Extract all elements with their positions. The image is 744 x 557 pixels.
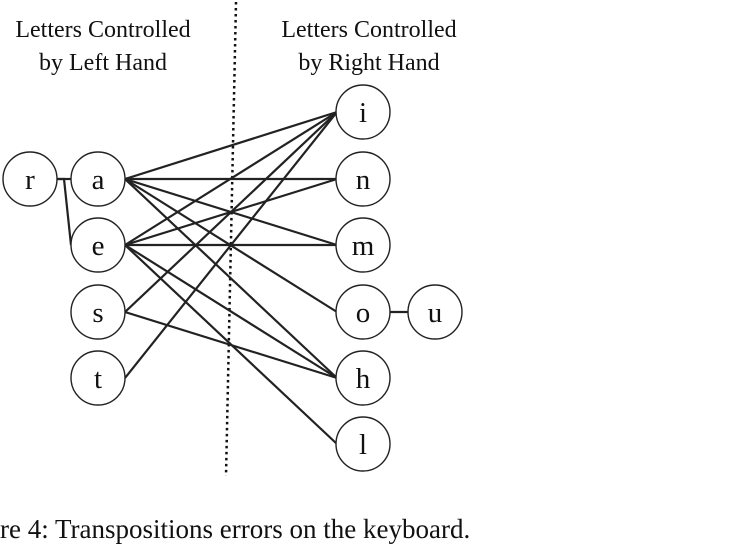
node-label-n: n — [356, 164, 371, 196]
node-circle-h — [335, 350, 391, 406]
node-a: a — [70, 151, 126, 207]
node-label-r: r — [25, 164, 35, 196]
node-circle-l — [335, 416, 391, 472]
node-i: i — [335, 84, 391, 140]
right-heading-line-1: Letters Controlled — [281, 17, 456, 43]
node-o: o — [335, 284, 391, 340]
node-circle-o — [335, 284, 391, 340]
node-label-i: i — [359, 97, 367, 129]
node-circle-t — [70, 350, 126, 406]
node-h: h — [335, 350, 391, 406]
node-circle-s — [70, 284, 126, 340]
node-circle-r — [2, 151, 58, 207]
figure-caption: re 4: Transpositions errors on the keybo… — [0, 514, 470, 544]
node-circle-a — [70, 151, 126, 207]
node-r: r — [2, 151, 58, 207]
edge-r-e — [57, 177, 73, 246]
right-heading: Letters Controlled by Right Hand — [281, 17, 456, 76]
edge-e-i — [124, 111, 338, 246]
edges — [57, 110, 408, 445]
node-circle-i — [335, 84, 391, 140]
node-label-l: l — [359, 429, 367, 461]
edge-t-i — [124, 111, 338, 379]
node-e: e — [70, 217, 126, 273]
edge-s-i — [124, 111, 338, 313]
nodes: r a e s t i n m o h l u — [2, 84, 463, 472]
left-heading: Letters Controlled by Left Hand — [15, 17, 190, 76]
left-heading-line-2: by Left Hand — [39, 50, 167, 76]
hand-divider-line — [224, 1, 238, 477]
node-u: u — [407, 284, 463, 340]
edge-a-h — [124, 178, 338, 379]
left-heading-line-1: Letters Controlled — [15, 17, 190, 43]
node-m: m — [335, 217, 391, 273]
edge-a-i — [124, 110, 338, 181]
node-l: l — [335, 416, 391, 472]
node-s: s — [70, 284, 126, 340]
node-circle-n — [335, 151, 391, 207]
node-label-h: h — [356, 363, 371, 395]
node-n: n — [335, 151, 391, 207]
edge-e-h — [124, 244, 338, 379]
right-heading-line-2: by Right Hand — [298, 50, 439, 76]
node-label-o: o — [356, 297, 371, 329]
node-circle-m — [335, 217, 391, 273]
node-label-u: u — [428, 297, 443, 329]
edge-s-h — [124, 310, 338, 380]
node-label-s: s — [92, 297, 103, 329]
node-t: t — [70, 350, 126, 406]
node-label-e: e — [92, 230, 105, 262]
node-label-t: t — [94, 363, 102, 395]
node-circle-u — [407, 284, 463, 340]
node-label-a: a — [92, 164, 105, 196]
node-label-m: m — [352, 230, 375, 262]
node-circle-e — [70, 217, 126, 273]
